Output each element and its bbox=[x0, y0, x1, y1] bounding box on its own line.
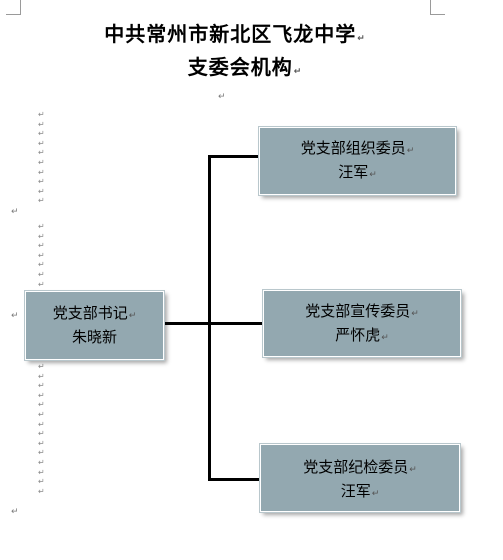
paragraph-mark-icon: ↵ bbox=[218, 92, 226, 102]
paragraph-marks-column-lower: ↵ ↵ ↵ ↵ ↵ ↵ ↵ ↵ ↵ ↵ ↵ ↵ ↵ ↵ bbox=[38, 362, 45, 496]
paragraph-mark-icon: ↵ bbox=[293, 67, 303, 77]
paragraph-mark-icon: ↵ bbox=[357, 34, 366, 44]
node-role: 党支部书记 bbox=[52, 304, 128, 322]
paragraph-mark-icon: ↵ bbox=[371, 489, 380, 499]
paragraph-mark-icon: ↵ bbox=[11, 507, 19, 517]
connector-propaganda bbox=[208, 322, 264, 325]
connector-discipline bbox=[208, 478, 261, 481]
page-title-line1: 中共常州市新北区飞龙中学↵ bbox=[104, 22, 366, 46]
paragraph-mark-icon: ↵ bbox=[128, 311, 137, 321]
paragraph-mark-icon: ↵ bbox=[411, 309, 419, 319]
paragraph-mark-icon: ↵ bbox=[409, 465, 417, 475]
node-role: 党支部组织委员 bbox=[300, 139, 406, 157]
node-role: 党支部宣传委员 bbox=[305, 302, 411, 320]
node-propaganda-committee: 党支部宣传委员↵ 严怀虎↵ bbox=[263, 290, 461, 357]
paragraph-mark-icon: ↵ bbox=[11, 207, 19, 217]
node-role: 党支部纪检委员 bbox=[303, 458, 409, 476]
connector-vertical-trunk bbox=[208, 155, 211, 480]
page-corner-mark-right bbox=[430, 0, 445, 15]
node-organization-committee: 党支部组织委员↵ 汪军↵ bbox=[259, 127, 456, 195]
connector-organization bbox=[208, 155, 260, 158]
paragraph-mark-icon: ↵ bbox=[11, 311, 19, 321]
paragraph-marks-column-upper: ↵ ↵ ↵ ↵ ↵ ↵ ↵ ↵ ↵ ↵ bbox=[38, 110, 45, 206]
page-corner-mark-left bbox=[6, 0, 21, 15]
paragraph-mark-icon: ↵ bbox=[381, 333, 389, 343]
node-person: 汪军 bbox=[338, 163, 369, 181]
node-person: 朱晓新 bbox=[71, 328, 117, 346]
connector-secretary bbox=[164, 322, 209, 325]
node-person: 汪军 bbox=[340, 482, 371, 500]
paragraph-mark-icon: ↵ bbox=[406, 146, 415, 156]
page-title-line2: 支委会机构↵ bbox=[187, 55, 303, 79]
node-discipline-committee: 党支部纪检委员↵ 汪军↵ bbox=[260, 444, 460, 512]
node-person: 严怀虎 bbox=[335, 326, 381, 344]
node-party-secretary: 党支部书记↵ 朱晓新 bbox=[25, 291, 164, 360]
paragraph-mark-icon: ↵ bbox=[369, 170, 377, 180]
